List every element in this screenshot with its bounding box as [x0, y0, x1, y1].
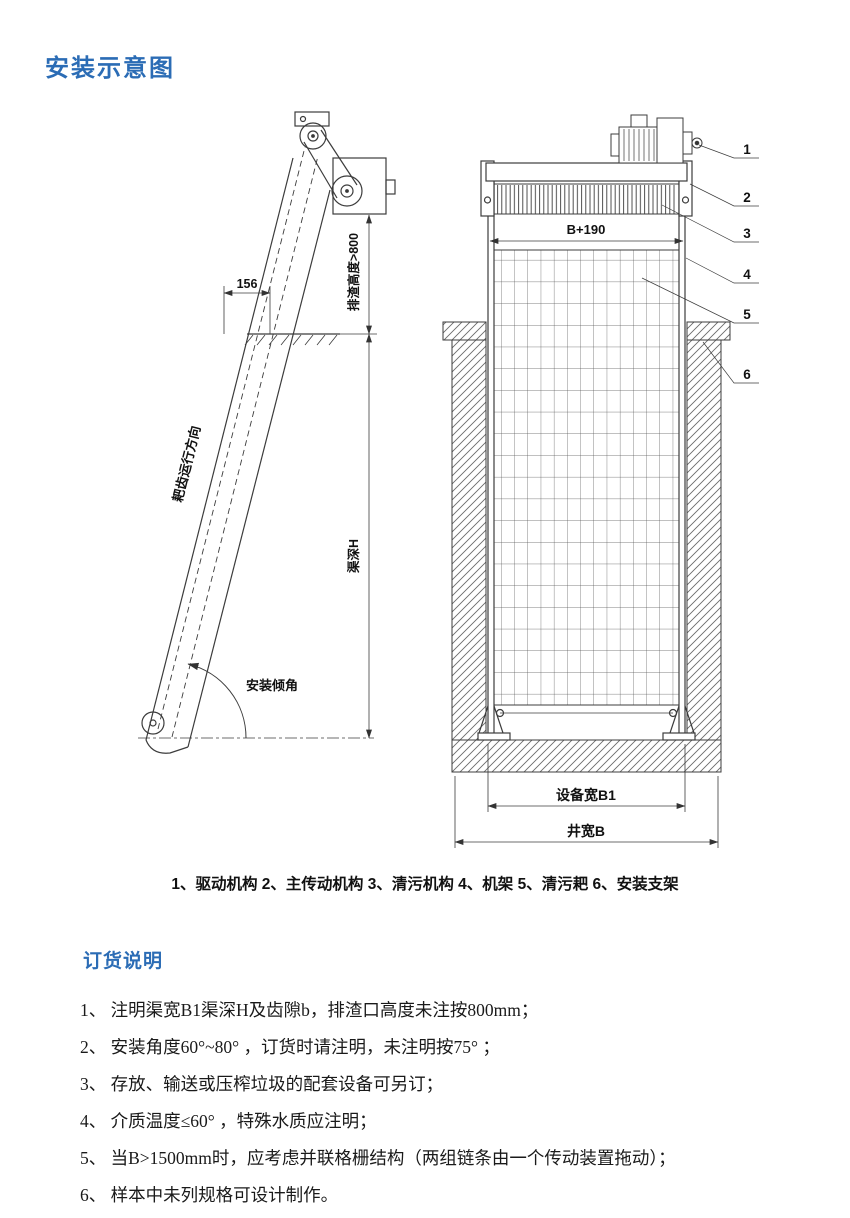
front-view	[442, 114, 759, 773]
well-width-label: 井宽B	[567, 823, 605, 839]
side-drive-head	[294, 111, 396, 215]
ordering-note-6: 6、 样本中未列规格可设计制作。	[80, 1185, 339, 1205]
callout-5: 5	[743, 307, 751, 322]
rake-direction-label: 耙齿运行方向	[170, 424, 203, 503]
ordering-note-1: 1、 注明渠宽B1渠深H及齿隙b，排渣口高度未注按800mm；	[80, 1000, 539, 1020]
front-view-labels: B+190 设备宽B1 井宽B	[556, 222, 616, 839]
top-width-label: B+190	[567, 222, 606, 237]
channel-walls	[442, 321, 731, 773]
ordering-note-3: 3、 存放、输送或压榨垃圾的配套设备可另订；	[80, 1074, 444, 1094]
ordering-title: 订货说明	[83, 951, 164, 972]
front-view-dimensions	[454, 238, 719, 848]
side-view-dimensions	[223, 214, 377, 739]
figure-legend: 1、驱动机构 2、主传动机构 3、清污机构 4、机架 5、清污耙 6、安装支架	[171, 876, 679, 893]
side-view	[138, 111, 396, 754]
discharge-height-label: 排渣高度>800	[346, 233, 361, 311]
callout-1: 1	[743, 142, 751, 157]
callout-numbers: 1 2 3 4 5 6	[743, 142, 751, 382]
callout-4: 4	[743, 267, 751, 282]
callout-6: 6	[743, 367, 751, 382]
dim-156-label: 156	[237, 277, 258, 291]
ordering-note-4: 4、 介质温度≤60° ，特殊水质应注明；	[80, 1111, 377, 1131]
installation-diagram: 156 排渣高度>800 渠深H 耙齿运行方向 安装倾角 B+190 设备宽B1…	[138, 111, 759, 848]
callout-3: 3	[743, 226, 751, 241]
channel-depth-label: 渠深H	[346, 539, 361, 573]
ordering-notes: 1、 注明渠宽B1渠深H及齿隙b，排渣口高度未注按800mm； 2、 安装角度6…	[80, 992, 810, 1214]
callout-2: 2	[743, 190, 751, 205]
drive-motor	[610, 114, 703, 164]
install-angle-label: 安装倾角	[246, 678, 298, 693]
page-title: 安装示意图	[45, 55, 175, 82]
frame-feet	[477, 705, 696, 741]
ordering-note-2: 2、 安装角度60°~80° ，订货时请注明，未注明按75° ；	[80, 1037, 500, 1057]
equipment-width-label: 设备宽B1	[556, 787, 616, 803]
callout-leaders	[641, 144, 759, 384]
ordering-note-5: 5、 当B>1500mm时，应考虑并联格栅结构（两组链条由一个传动装置拖动）；	[80, 1148, 676, 1168]
